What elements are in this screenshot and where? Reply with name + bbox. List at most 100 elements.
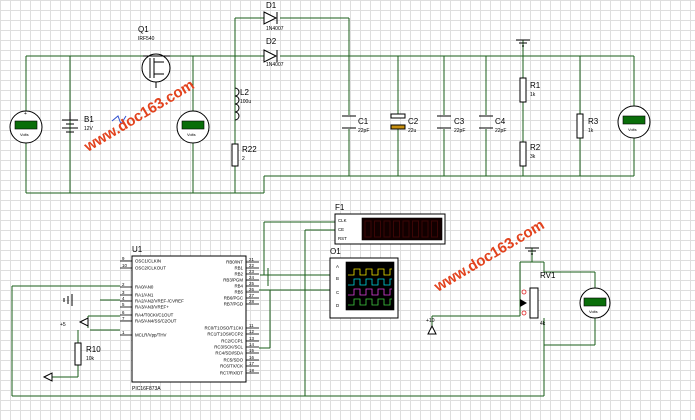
- resistor-r1[interactable]: R1 1k: [519, 77, 541, 103]
- svg-text:www.doc163.com: www.doc163.com: [430, 216, 547, 296]
- u1-pin-name: RC3/SCK/SCL: [214, 345, 243, 350]
- f1-ref: F1: [335, 203, 345, 212]
- u1-pin-name: MCLR/Vpp/THV: [135, 333, 167, 338]
- u1-pin-name: RA4/T0CKI/C1OUT: [135, 313, 174, 318]
- q1-ref: Q1: [138, 25, 149, 34]
- u1-pin-name: RB1: [234, 266, 243, 271]
- potentiometer-rv1[interactable]: RV1 4k: [520, 271, 556, 327]
- b1-value: 12V: [84, 126, 94, 132]
- q1-part: IRF540: [138, 36, 155, 42]
- ground-symbol-rv1: [525, 247, 539, 255]
- r3-ref: R3: [588, 117, 599, 126]
- c4-value: 22pF: [495, 128, 506, 134]
- battery-b1[interactable]: B1 12V: [62, 112, 94, 133]
- u1-pin-name: RB0/INT: [226, 260, 243, 265]
- u1-ref: U1: [132, 245, 143, 254]
- u1-pin-number: 27: [249, 293, 254, 298]
- supply-plus10: +10: [426, 318, 437, 335]
- u1-pin-number: 14: [249, 342, 254, 347]
- f1-digit: [431, 220, 438, 238]
- voltmeter-rv1[interactable]: Volts: [579, 287, 611, 319]
- pulse-generator-icon: [111, 115, 127, 126]
- u1-pin-name: OSC2/CLKOUT: [135, 266, 166, 271]
- resistor-r22[interactable]: R22 2: [231, 143, 257, 167]
- u1-pin-name: RB4: [234, 284, 243, 289]
- u1-pin-name: RB7/PGD: [224, 302, 243, 307]
- u1-pin-name: RA2/AN2/VREF-/CVREF: [135, 299, 184, 304]
- u1-pin-number: 24: [249, 275, 254, 280]
- mosfet-q1[interactable]: Q1 IRF540: [138, 25, 171, 88]
- r2-value: 3k: [530, 154, 536, 160]
- scope-trace: [348, 288, 392, 296]
- capacitor-c1[interactable]: C1 22pF: [342, 115, 369, 134]
- u1-pin-number: 28: [249, 299, 254, 304]
- c3-value: 22pF: [454, 128, 465, 134]
- u1-pin-name: RC7/RX/DT: [220, 371, 243, 376]
- frequency-counter-f1[interactable]: F1 CLK CE RST: [334, 203, 446, 245]
- u1-pin-number: 16: [249, 355, 254, 360]
- voltmeter-left-plus: +: [24, 111, 27, 117]
- u1-pin-name: RC5/SDO: [223, 358, 243, 363]
- voltmeter-left[interactable]: Volts +: [9, 110, 43, 144]
- r22-value: 2: [242, 156, 245, 162]
- plus5-label: +5: [60, 322, 66, 328]
- watermark-top: www.doc163.com: [80, 76, 197, 156]
- f1-pin-rst: RST: [338, 236, 347, 241]
- scope-trace: [348, 278, 392, 286]
- u1-pin-number: 11: [249, 323, 254, 328]
- o1-pin-c: C: [336, 290, 339, 295]
- u1-pin-number: 10: [122, 263, 127, 268]
- d2-ref: D2: [266, 37, 277, 46]
- f1-digit: [364, 220, 372, 238]
- capacitor-c4[interactable]: C4 22pF: [479, 115, 506, 134]
- r10-value: 10k: [86, 356, 95, 362]
- resistor-r3[interactable]: R3 1k: [576, 113, 599, 139]
- plus10-label: +10: [426, 318, 435, 324]
- u1-pin-name: RB5: [234, 290, 243, 295]
- f1-digit: [421, 220, 429, 238]
- u1-pin-name: RC6/TX/CK: [220, 364, 243, 369]
- u1-pin-name: RC0/T1OSO/T1CKI: [204, 326, 243, 331]
- d2-part: 1N4007: [266, 62, 284, 68]
- r10-ref: R10: [86, 345, 101, 354]
- u1-right-pins: 21RB0/INT22RB123RB224RB3/PGM25RB426RB527…: [204, 257, 259, 376]
- u1-pin-number: 21: [249, 257, 254, 262]
- voltmeter-right-unit: Volts: [628, 127, 637, 132]
- u1-pin-name: RA0/AN0: [135, 285, 154, 290]
- u1-pin-number: 22: [249, 263, 254, 268]
- o1-pin-d: D: [336, 303, 339, 308]
- diode-d1[interactable]: D1 1N4007: [263, 1, 284, 32]
- resistor-r2[interactable]: R2 3k: [519, 141, 541, 167]
- c1-ref: C1: [358, 117, 369, 126]
- u1-pin-name: OSC1/CLKIN: [135, 259, 161, 264]
- rv1-ref: RV1: [540, 271, 556, 280]
- inductor-l2[interactable]: L2 100u: [234, 87, 251, 121]
- voltmeter-right[interactable]: Volts: [617, 105, 651, 139]
- resistor-r10[interactable]: R10 10k: [74, 342, 101, 366]
- o1-pin-a: A: [336, 264, 339, 269]
- oscilloscope-o1[interactable]: O1 A B C D: [329, 247, 399, 319]
- u1-pin-number: 5: [122, 302, 125, 307]
- rv1-value: 4k: [540, 321, 546, 327]
- capacitor-c2[interactable]: C2 22u: [390, 113, 419, 134]
- scope-traces: [348, 268, 392, 306]
- r1-ref: R1: [530, 81, 541, 90]
- u1-pin-name: RA3/AN3/VREF+: [135, 305, 169, 310]
- voltmeter-mid[interactable]: Volts: [176, 110, 210, 144]
- c1-value: 22pF: [358, 128, 369, 134]
- voltmeter-rv1-unit: Volts: [589, 309, 598, 314]
- diode-d2[interactable]: D2 1N4007: [263, 37, 284, 68]
- c3-ref: C3: [454, 117, 465, 126]
- u1-pin-number: 3: [122, 290, 125, 295]
- b1-ref: B1: [84, 115, 94, 124]
- u1-pin-number: 4: [122, 296, 125, 301]
- u1-pin-name: RC2/CCP1: [221, 339, 243, 344]
- capacitor-c3[interactable]: C3 22pF: [437, 115, 465, 134]
- o1-ref: O1: [330, 247, 341, 256]
- f1-pin-ce: CE: [338, 227, 344, 232]
- svg-text:www.doc163.com: www.doc163.com: [80, 76, 197, 156]
- f1-digit: [393, 220, 400, 238]
- u1-pin-number: 12: [249, 329, 254, 334]
